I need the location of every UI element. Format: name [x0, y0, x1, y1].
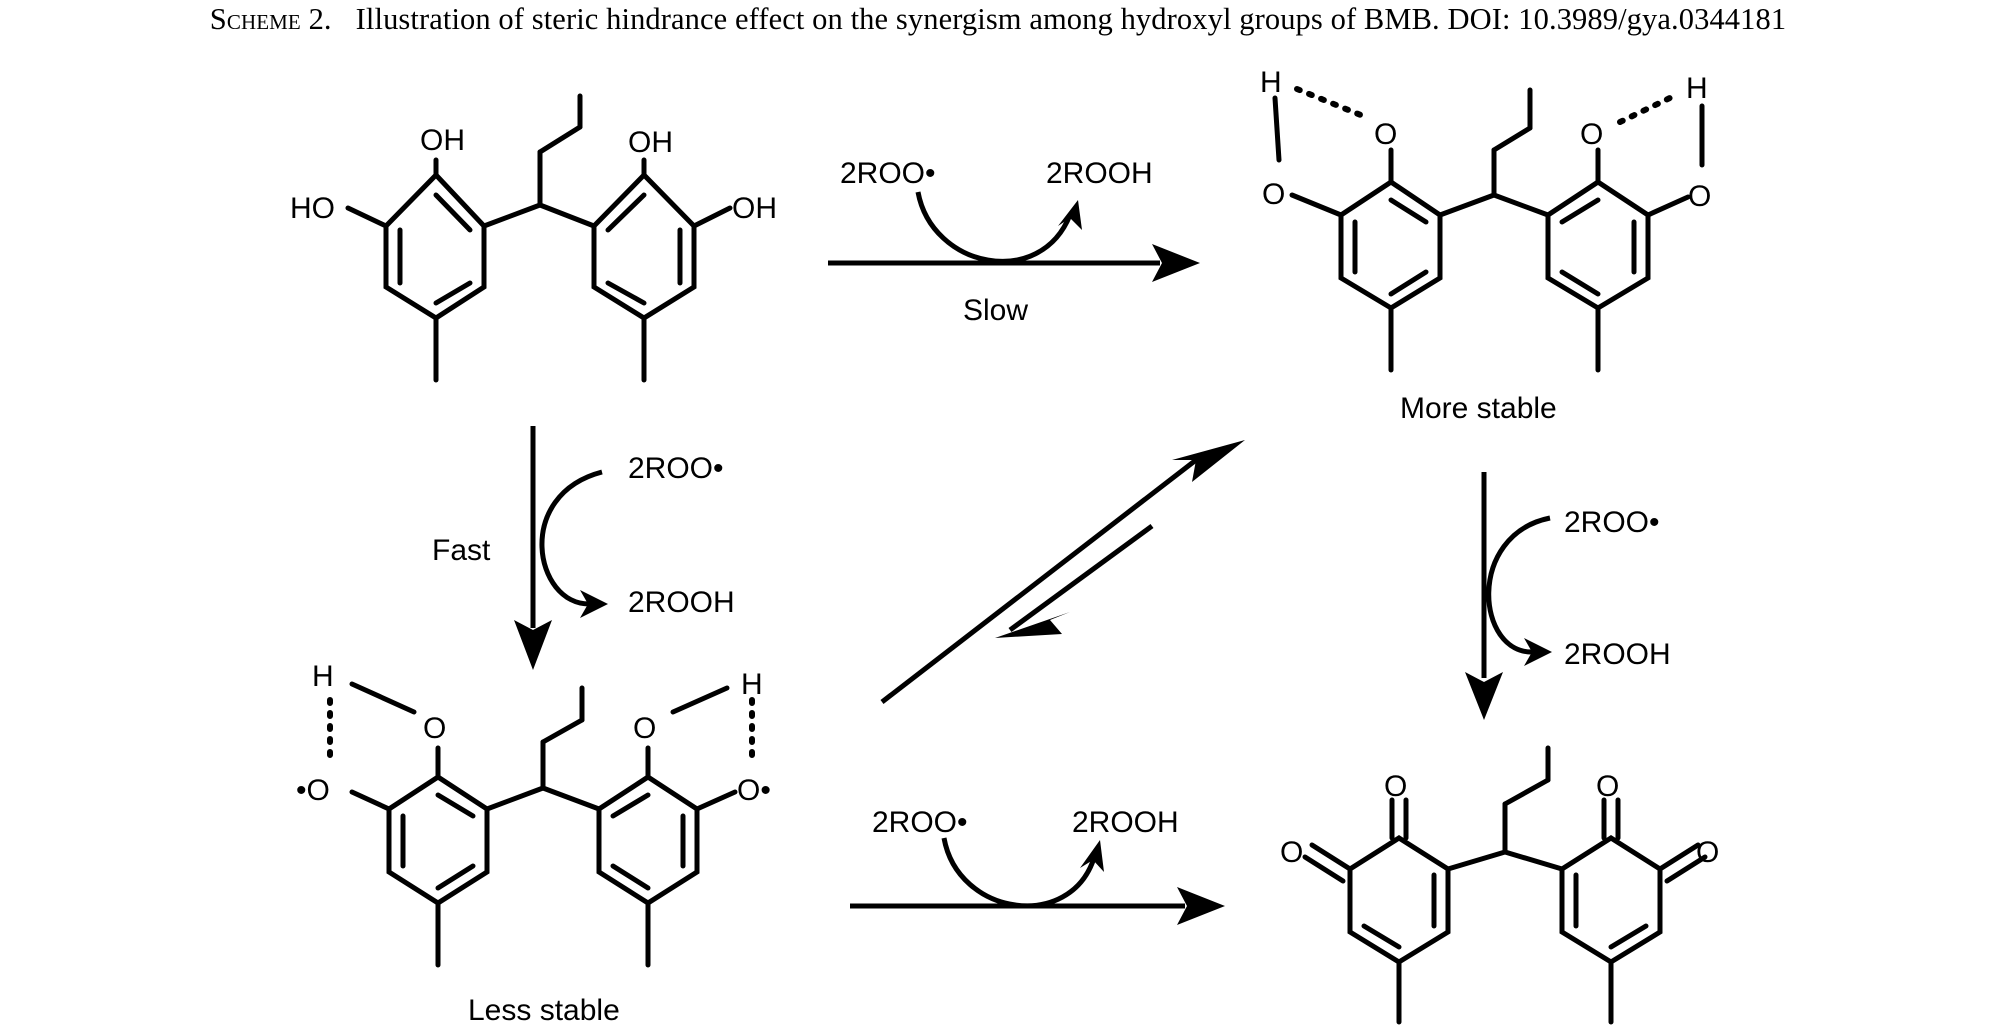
caption-text: Illustration of steric hindrance effect …	[355, 2, 1787, 36]
molecule-less-stable-radical: H O •O O H O•	[296, 660, 771, 968]
molecule-more-stable-radical: H O O O H O	[1260, 66, 1711, 373]
atom-o-3-prime: O	[1688, 180, 1711, 213]
atom-h-left: H	[1260, 66, 1282, 99]
arrow-bottom: 2ROO• 2ROOH	[850, 806, 1225, 925]
scheme-caption: Scheme 2. Illustration of steric hindranc…	[0, 2, 1996, 37]
arrow-slow: 2ROO• 2ROOH Slow	[828, 157, 1200, 327]
label-more-stable: More stable	[1400, 392, 1557, 425]
atom-o-quinone-3-prime: O	[1696, 836, 1719, 869]
atom-o-quinone-2-prime: O	[1596, 770, 1619, 803]
atom-h-right: H	[1686, 72, 1708, 105]
atom-h-right: H	[741, 668, 763, 701]
atom-o-3: O	[1262, 178, 1285, 211]
caption-label: Scheme 2.	[209, 2, 332, 36]
molecule-bis-quinone: O O O O	[1280, 745, 1719, 1025]
atom-o-2-prime: O	[633, 712, 656, 745]
arrow-fast: 2ROO• 2ROOH Fast	[432, 426, 735, 670]
label-less-stable: Less stable	[468, 994, 620, 1025]
atom-oh-2: OH	[420, 124, 465, 157]
atom-o-2-prime: O	[1580, 118, 1603, 151]
reagent-peroxyl-left: 2ROO•	[628, 452, 724, 485]
product-hydroperoxide-top: 2ROOH	[1046, 157, 1153, 190]
reagent-peroxyl-top: 2ROO•	[840, 157, 936, 190]
arrow-equilibrium	[880, 440, 1245, 704]
atom-o-quinone-3: O	[1280, 836, 1303, 869]
atom-o-quinone-2: O	[1384, 770, 1407, 803]
atom-h-left: H	[312, 660, 334, 693]
arrow-right-vertical: 2ROO• 2ROOH	[1465, 472, 1671, 720]
atom-oh-3-prime: OH	[732, 192, 777, 225]
label-fast: Fast	[432, 534, 491, 567]
atom-o-radical-right: O•	[737, 774, 771, 807]
atom-o-2: O	[1374, 118, 1397, 151]
atom-o-radical-left: •O	[296, 774, 330, 807]
atom-ho-3: HO	[290, 192, 335, 225]
reagent-peroxyl-bottom: 2ROO•	[872, 806, 968, 839]
molecule-bmb: OH HO OH OH	[290, 93, 777, 383]
label-slow: Slow	[963, 294, 1028, 327]
product-hydroperoxide-bottom: 2ROOH	[1072, 806, 1179, 839]
product-hydroperoxide-left: 2ROOH	[628, 586, 735, 619]
atom-o-2: O	[423, 712, 446, 745]
product-hydroperoxide-right: 2ROOH	[1564, 638, 1671, 671]
reagent-peroxyl-right: 2ROO•	[1564, 506, 1660, 539]
atom-oh-2-prime: OH	[628, 126, 673, 159]
